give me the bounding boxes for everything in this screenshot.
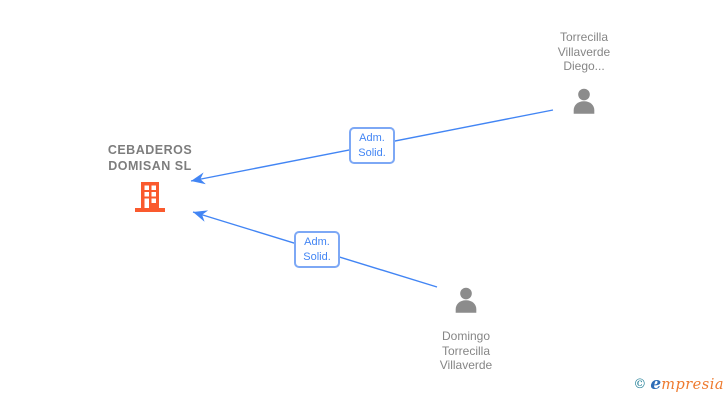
edge-label-line1: Adm.: [359, 131, 385, 144]
edge-label-line1: Adm.: [304, 235, 330, 248]
brand-text: mpresia: [661, 377, 724, 393]
person-node-domingo-torrecilla-villaverde[interactable]: Domingo Torrecilla Villaverde: [424, 286, 508, 373]
copyright-symbol: ©: [633, 377, 647, 392]
person-name: Domingo Torrecilla Villaverde: [439, 329, 493, 372]
edge-label-adm-solid-top: Adm. Solid.: [349, 127, 395, 164]
company-node-cebaderos-domisan[interactable]: CEBADEROS DOMISAN SL: [90, 142, 210, 218]
company-name: CEBADEROS DOMISAN SL: [107, 143, 193, 173]
building-icon: [134, 181, 166, 218]
person-icon: [451, 286, 481, 321]
edge-label-adm-solid-bottom: Adm. Solid.: [294, 231, 340, 268]
edge-label-line2: Solid.: [303, 250, 331, 263]
person-icon: [569, 87, 599, 122]
edge-label-line2: Solid.: [358, 146, 386, 159]
empresia-watermark[interactable]: ©empresia: [633, 374, 724, 394]
person-name: Torrecilla Villaverde Diego...: [557, 30, 611, 73]
person-node-torrecilla-villaverde-diego[interactable]: Torrecilla Villaverde Diego...: [542, 30, 626, 122]
brand-initial: e: [650, 374, 662, 394]
